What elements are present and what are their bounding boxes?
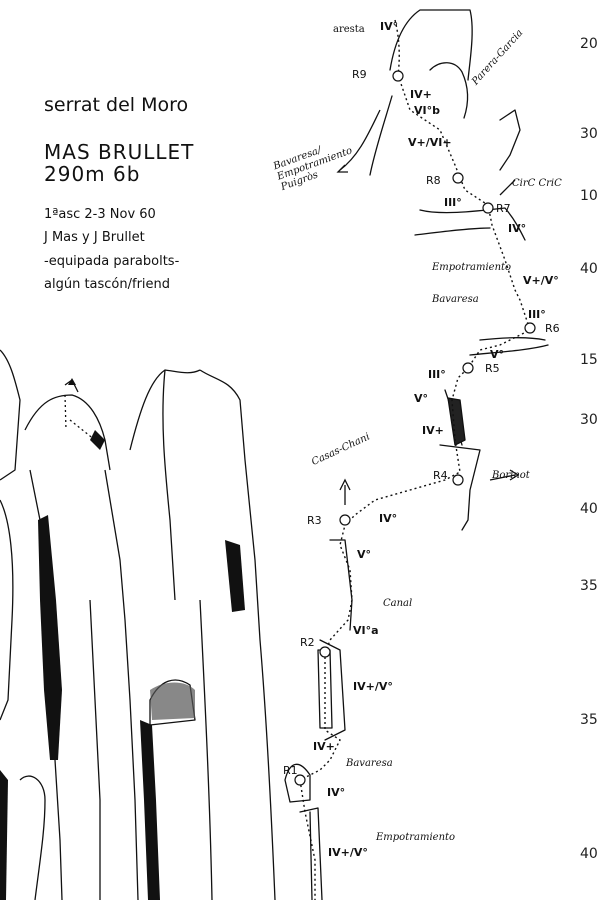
grade-label: V° [414,392,429,405]
grade-label: VI°a [353,624,379,637]
first-ascent: 1ªasc 2-3 Nov 60 [44,207,156,222]
pitch-length: 30 [580,412,598,428]
belay-label: R9 [352,68,367,81]
pitch-length: 15 [580,352,598,368]
route-label-circ: CirC CriC [512,178,562,189]
grade-label: III° [428,368,446,381]
belay-label: R1 [283,764,298,777]
belay-label: R4 [433,469,448,482]
grade-label: IV+ [410,88,432,101]
pitch-length: 35 [580,578,598,594]
belay-label: R7 [496,202,511,215]
first-ascensionists: J Mas y J Brullet [44,230,145,245]
pitch-length: 40 [580,846,598,862]
belay-label: R5 [485,362,500,375]
route-label-empotramiento-top: Empotramiento [432,262,512,273]
pitch-length: 40 [580,261,598,277]
route-name: MAS BRULLET [44,140,195,164]
location-name: serrat del Moro [44,94,189,116]
equipment-note: -equipada parabolts- [44,254,180,269]
route-label-canal: Canal [383,598,413,609]
route-label-bavaresa-mid: Bavaresa [432,294,479,305]
grade-label: V+/V° [523,274,559,287]
protection-note: algún tascón/friend [44,277,171,292]
grade-label: III° [444,196,462,209]
belay-label: R2 [300,636,315,649]
grade-label: IV° [327,786,346,799]
pitch-length: 30 [580,126,598,142]
pitch-length: 20 [580,36,598,52]
pitch-length: 35 [580,712,598,728]
pitch-length: 40 [580,501,598,517]
grade-label: VI°b [414,104,440,117]
belay-label: R3 [307,514,322,527]
belay-label: R8 [426,174,441,187]
grade-label: IV+/V° [353,680,393,693]
grade-label: IV° [380,20,399,33]
grade-label: IV+ [313,740,335,753]
grade-label: IV° [508,222,527,235]
grade-label: V+/VI+ [408,136,452,149]
route-label-borinot: Borinot [492,470,530,481]
grade-label: IV° [379,512,398,525]
grade-label: IV+ [422,424,444,437]
grade-label: V° [490,348,505,361]
route-label-empotramiento-low: Empotramiento [376,832,456,843]
belay-label: R6 [545,322,560,335]
route-label-bavaresa-low: Bavaresa [346,758,393,769]
grade-label: IV+/V° [328,846,368,859]
route-length-grade: 290m 6b [44,162,141,186]
pitch-length: 10 [580,188,598,204]
route-label-aresta: aresta [333,24,365,35]
grade-label: III° [528,308,546,321]
grade-label: V° [357,548,372,561]
